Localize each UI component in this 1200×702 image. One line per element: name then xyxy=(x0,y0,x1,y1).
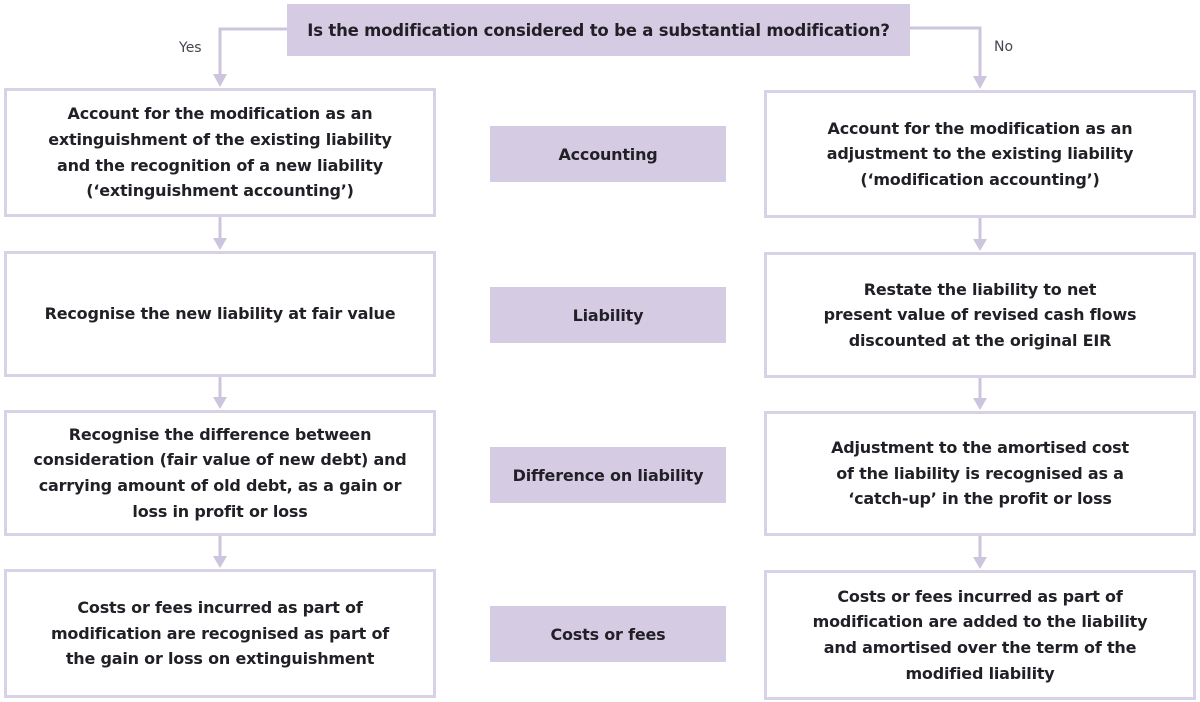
no-outcome-costs-text: Costs or fees incurred as part of modifi… xyxy=(812,586,1148,683)
yes-outcome-difference-text: Recognise the difference between conside… xyxy=(33,424,407,521)
row-label-accounting: Accounting xyxy=(490,126,726,182)
row-label-costs-or-fees: Costs or fees xyxy=(490,606,726,662)
no-branch-connector xyxy=(908,26,982,77)
no-arrow-2-3-head xyxy=(973,398,987,410)
yes-outcome-liability-text: Recognise the new liability at fair valu… xyxy=(44,304,396,324)
no-arrow-3-4-head xyxy=(973,557,987,569)
row-label-difference-text: Difference on liability xyxy=(512,465,704,485)
yes-outcome-accounting-text: Account for the modification as an extin… xyxy=(48,104,392,201)
row-label-difference-on-liability: Difference on liability xyxy=(490,447,726,503)
yes-outcome-costs-or-fees: Costs or fees incurred as part of modifi… xyxy=(4,569,436,698)
yes-branch-label: Yes xyxy=(179,40,202,56)
yes-branch-connector xyxy=(218,27,287,75)
row-label-liability-text: Liability xyxy=(572,305,644,325)
no-outcome-liability: Restate the liability to net present val… xyxy=(764,252,1196,378)
no-outcome-accounting: Account for the modification as an adjus… xyxy=(764,90,1196,218)
yes-arrow-2-3-head xyxy=(213,397,227,409)
no-arrow-1-2-head xyxy=(973,239,987,251)
no-outcome-difference-on-liability: Adjustment to the amortised cost of the … xyxy=(764,411,1196,536)
no-outcome-liability-text: Restate the liability to net present val… xyxy=(823,279,1137,350)
yes-outcome-difference-on-liability: Recognise the difference between conside… xyxy=(4,410,436,536)
no-outcome-difference-text: Adjustment to the amortised cost of the … xyxy=(831,438,1129,509)
yes-outcome-liability: Recognise the new liability at fair valu… xyxy=(4,251,436,377)
no-branch-label: No xyxy=(994,39,1014,55)
no-branch-arrowhead xyxy=(973,76,987,89)
no-outcome-costs-or-fees: Costs or fees incurred as part of modifi… xyxy=(764,570,1196,700)
yes-arrow-3-4-head xyxy=(213,556,227,568)
decision-question-box: Is the modification considered to be a s… xyxy=(287,4,910,56)
decision-question-text: Is the modification considered to be a s… xyxy=(307,20,890,40)
row-label-liability: Liability xyxy=(490,287,726,343)
yes-branch-arrowhead xyxy=(213,74,227,87)
row-label-accounting-text: Accounting xyxy=(558,144,658,164)
row-label-costs-text: Costs or fees xyxy=(550,624,666,644)
yes-arrow-1-2-head xyxy=(213,238,227,250)
yes-outcome-accounting: Account for the modification as an extin… xyxy=(4,88,436,217)
no-outcome-accounting-text: Account for the modification as an adjus… xyxy=(826,118,1134,189)
yes-outcome-costs-text: Costs or fees incurred as part of modifi… xyxy=(50,598,390,669)
